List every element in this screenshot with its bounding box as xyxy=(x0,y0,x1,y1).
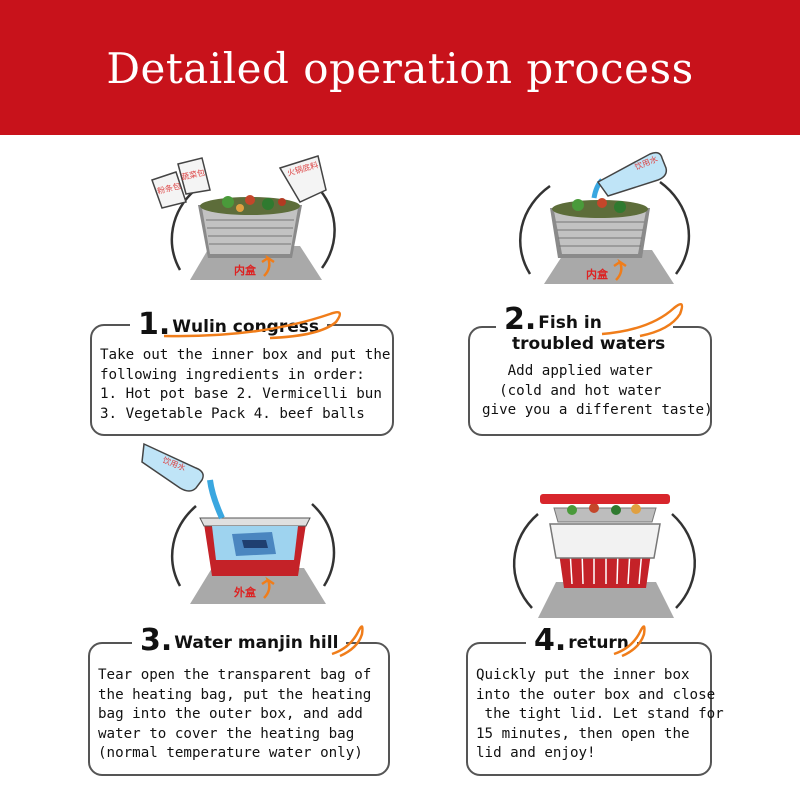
lid-icon xyxy=(540,494,670,504)
plate-label: 内盒 xyxy=(586,267,609,281)
swoosh-icon xyxy=(163,311,342,340)
step-number: 1. xyxy=(138,307,171,342)
step-name-line-1: Fish in xyxy=(538,312,602,333)
step-name: Wulin congress xyxy=(172,317,319,338)
arrow-icon xyxy=(261,576,275,599)
step-3-description: Tear open the transparent bag of the hea… xyxy=(98,667,372,761)
step-3-title: 3. Water manjin hill xyxy=(132,620,347,658)
step-1-illustration: 粉条包 蔬菜包 火锅底料 内盒 xyxy=(151,155,336,280)
step-1-description: Take out the inner box and put the follo… xyxy=(100,347,391,422)
swoosh-icon xyxy=(601,302,684,338)
step-number: 4. xyxy=(534,623,567,658)
step-3-description-box xyxy=(88,642,390,776)
arrow-icon xyxy=(261,254,275,277)
step-2-illustration: 饮用水 内盒 xyxy=(519,151,691,284)
step-4-description: Quickly put the inner box into the outer… xyxy=(476,667,724,761)
step-2-description: Add applied water (cold and hot water gi… xyxy=(482,363,713,418)
step-name: Water manjin hill xyxy=(174,633,339,654)
step-3-illustration: 饮用水 外盒 xyxy=(141,442,336,604)
step-1-description-box xyxy=(90,324,394,436)
step-name: return xyxy=(568,633,629,654)
water-bottle-icon xyxy=(141,442,204,492)
packet-label-2: 蔬菜包 xyxy=(180,167,206,182)
step-number: 3. xyxy=(140,623,173,658)
plate-label: 内盒 xyxy=(234,263,257,277)
step-number: 2. xyxy=(504,302,537,338)
swoosh-icon xyxy=(613,625,646,658)
step-4-description-box xyxy=(466,642,712,776)
step-4-title: 4. return xyxy=(526,620,637,656)
step-4-illustration xyxy=(512,494,696,618)
water-bottle-icon xyxy=(596,151,668,197)
header-banner: Detailed operation process xyxy=(0,0,800,135)
step-name-line-2: troubled waters xyxy=(512,334,666,355)
arrow-icon xyxy=(613,258,627,281)
page-title: Detailed operation process xyxy=(106,44,694,93)
plate-label: 外盒 xyxy=(233,585,257,599)
step-2-title: 2. Fish in troubled waters xyxy=(496,302,674,355)
swoosh-icon xyxy=(331,625,364,658)
